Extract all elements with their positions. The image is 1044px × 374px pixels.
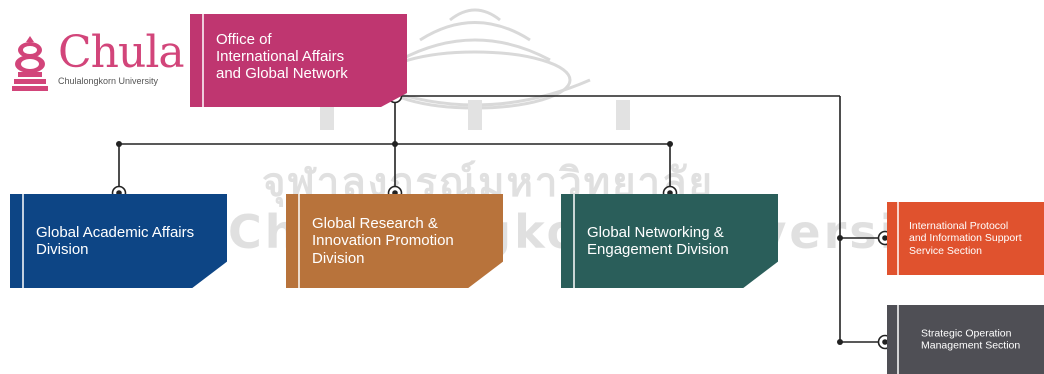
logo-subtitle: Chulalongkorn University: [58, 76, 159, 86]
strategic-operation-section-label: Strategic Operation Management Section: [921, 326, 1021, 352]
strategic-operation-section-box: Strategic Operation Management Section: [887, 305, 1044, 374]
global-research-innovation-division-box: Global Research & Innovation Promotion D…: [286, 194, 503, 288]
box-accent-bar: [22, 194, 24, 288]
box-accent-bar: [897, 202, 899, 275]
office-international-affairs-label: Office of International Affairs and Glob…: [216, 30, 348, 83]
global-academic-affairs-division-box: Global Academic Affairs Division: [10, 194, 227, 288]
global-research-innovation-division-label: Global Research & Innovation Promotion D…: [312, 215, 454, 267]
chula-emblem-icon: [12, 36, 48, 91]
international-protocol-section-label: International Protocol and Information S…: [909, 219, 1022, 257]
box-accent-bar: [298, 194, 300, 288]
box-accent-bar: [573, 194, 575, 288]
office-international-affairs-box: Office of International Affairs and Glob…: [190, 14, 407, 107]
box-accent-bar: [202, 14, 204, 107]
global-networking-engagement-division-box: Global Networking & Engagement Division: [561, 194, 778, 288]
international-protocol-section-box: International Protocol and Information S…: [887, 202, 1044, 275]
chula-logo: Chula Chulalongkorn University: [10, 28, 185, 92]
global-networking-engagement-division-label: Global Networking & Engagement Division: [587, 223, 729, 258]
global-academic-affairs-division-label: Global Academic Affairs Division: [36, 223, 195, 258]
logo-wordmark: Chula: [58, 27, 185, 78]
box-accent-bar: [897, 305, 899, 374]
